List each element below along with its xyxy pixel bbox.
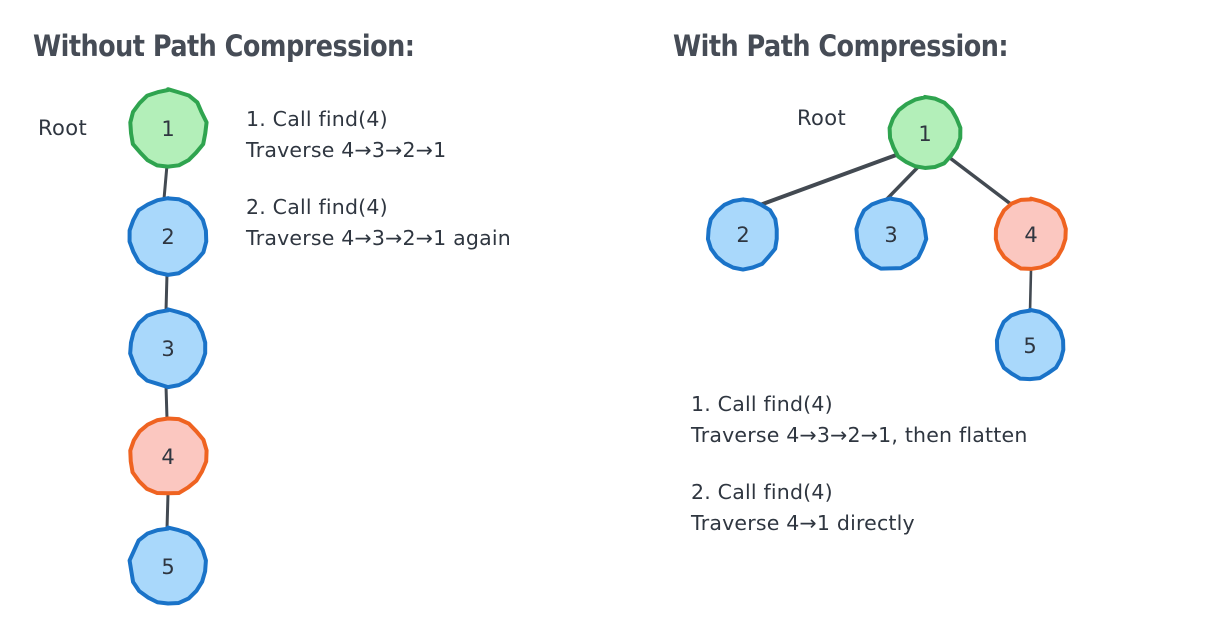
note-spacer <box>246 166 511 192</box>
node-r2[interactable]: 2 <box>705 197 779 272</box>
heading-without-path-compression: Without Path Compression: <box>33 29 415 63</box>
note-line: 1. Call find(4) <box>246 107 388 131</box>
node-l3[interactable]: 3 <box>128 307 208 390</box>
nodes-right-tree: 1 2 3 4 5 <box>705 94 1068 382</box>
node-circle[interactable] <box>854 196 929 271</box>
node-circle[interactable] <box>128 87 209 169</box>
heading-with-path-compression: With Path Compression: <box>673 29 1009 63</box>
node-circle[interactable] <box>127 196 209 277</box>
node-label: 5 <box>161 555 174 579</box>
edge-r1-r4 <box>948 156 1014 207</box>
node-circle[interactable] <box>705 197 779 272</box>
note-spacer <box>691 451 1028 477</box>
node-label: 3 <box>161 337 174 361</box>
notes-with-path-compression: 1. Call find(4) Traverse 4→3→2→1, then fl… <box>691 389 1028 539</box>
note-line: Traverse 4→3→2→1 again <box>246 226 511 250</box>
notes-without-path-compression: 1. Call find(4) Traverse 4→3→2→1 2. Call f… <box>246 104 511 254</box>
node-label: 4 <box>1024 223 1037 247</box>
node-l5[interactable]: 5 <box>127 525 208 606</box>
note-line: Traverse 4→1 directly <box>691 511 915 535</box>
node-label: 4 <box>161 445 174 469</box>
edge-r1-r2 <box>758 152 901 207</box>
node-circle[interactable] <box>993 196 1068 271</box>
node-circle[interactable] <box>994 307 1066 382</box>
edge-l1-l2 <box>162 163 169 201</box>
node-l4[interactable]: 4 <box>128 416 209 496</box>
node-circle[interactable] <box>128 307 208 390</box>
note-line: Traverse 4→3→2→1 <box>246 138 447 162</box>
nodes-left-chain: 1 2 3 4 5 <box>127 87 209 606</box>
node-r4[interactable]: 4 <box>993 196 1068 271</box>
node-label: 2 <box>736 223 749 247</box>
node-label: 3 <box>884 223 897 247</box>
edge-r4-r5 <box>1028 268 1033 314</box>
edges-right-tree <box>758 152 1033 314</box>
edge-l3-l4 <box>164 384 169 421</box>
node-circle[interactable] <box>128 416 209 496</box>
edge-l4-l5 <box>165 492 170 531</box>
edge-l2-l3 <box>164 272 169 313</box>
node-l1[interactable]: 1 <box>128 87 209 169</box>
node-l2[interactable]: 2 <box>127 196 209 277</box>
node-label: 2 <box>161 225 174 249</box>
node-label: 1 <box>918 122 931 146</box>
note-line: 1. Call find(4) <box>691 392 833 416</box>
node-label: 5 <box>1023 334 1036 358</box>
node-circle[interactable] <box>887 94 963 170</box>
node-r1[interactable]: 1 <box>887 94 963 170</box>
note-line: 2. Call find(4) <box>691 480 833 504</box>
node-label: 1 <box>161 117 174 141</box>
note-line: 2. Call find(4) <box>246 195 388 219</box>
node-circle[interactable] <box>127 525 208 606</box>
root-label-left: Root <box>38 116 88 140</box>
node-r3[interactable]: 3 <box>854 196 929 271</box>
note-line: Traverse 4→3→2→1, then flatten <box>691 423 1028 447</box>
root-label-right: Root <box>797 106 847 130</box>
edges-left-chain <box>162 163 170 531</box>
node-r5[interactable]: 5 <box>994 307 1066 382</box>
edge-r1-r3 <box>884 163 922 202</box>
